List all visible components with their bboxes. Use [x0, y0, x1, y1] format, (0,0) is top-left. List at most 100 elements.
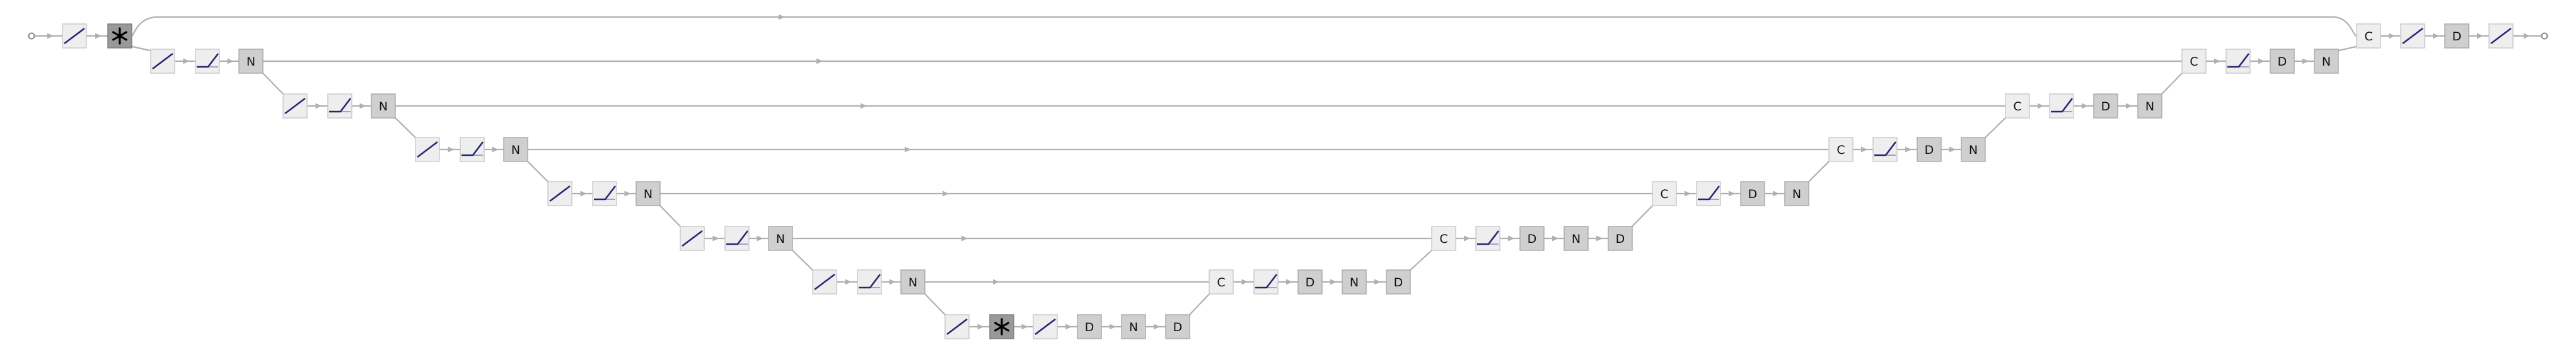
linear-act-node [680, 226, 705, 251]
conv-node [989, 314, 1014, 339]
connector-arrow [1110, 324, 1116, 330]
connector-arrow [2214, 58, 2220, 64]
concat-node: C [1652, 181, 1677, 206]
conv-node [107, 23, 132, 49]
concat-node-box [2005, 93, 2030, 119]
relu-activation-icon [594, 185, 617, 201]
connector-arrow [47, 33, 54, 39]
linear-curve [64, 27, 85, 45]
relu-act-node [1696, 181, 1721, 206]
connector-arrow [624, 190, 631, 197]
connector-arrow [977, 324, 984, 330]
connector-arrow [183, 58, 190, 64]
connector-arrow [1949, 146, 1956, 153]
n-node-label: N [2145, 100, 2154, 114]
n-node: N [1121, 314, 1146, 339]
relu-curve [329, 98, 352, 113]
d-node-box [1077, 314, 1102, 339]
linear-curve [549, 185, 571, 202]
input-terminal [28, 32, 35, 40]
d-node: D [1077, 314, 1102, 339]
d-node-box [1608, 226, 1633, 251]
connector-arrow [95, 33, 102, 39]
d-node-label: D [2278, 55, 2287, 69]
upsample-connector [1806, 159, 1831, 184]
relu-activation-icon [1874, 141, 1897, 156]
n-node: N [371, 93, 396, 119]
connector-arrow [227, 58, 234, 64]
relu-act-node-box [1872, 137, 1898, 162]
linear-curve [417, 141, 438, 158]
relu-act-node-box [327, 93, 352, 119]
n-node-box [768, 226, 793, 251]
concat-node: C [2356, 23, 2381, 49]
concat-node-box [1209, 269, 1234, 295]
concat-node: C [1431, 226, 1456, 251]
relu-act-node [1475, 226, 1500, 251]
upsample-connector [1983, 115, 2008, 140]
d-node: D [1165, 314, 1190, 339]
d-node-label: D [1616, 232, 1625, 246]
relu-activation-icon [1255, 274, 1278, 289]
skip-arrow [961, 235, 968, 242]
d-node: D [1297, 269, 1323, 295]
asterisk-stroke [112, 31, 127, 41]
relu-activation-icon [2227, 53, 2250, 68]
d-node: D [1608, 226, 1633, 251]
relu-act-node-box [2049, 93, 2074, 119]
d-node-label: D [2452, 30, 2462, 44]
linear-activation-icon [2490, 27, 2512, 45]
relu-curve [461, 141, 484, 156]
linear-act-node [812, 269, 837, 295]
connector-arrow [1729, 190, 1735, 197]
relu-curve [1698, 185, 1720, 201]
d-node-label: D [1173, 320, 1183, 334]
connector-arrow [2126, 103, 2132, 109]
d-node: D [1917, 137, 1942, 162]
n-node-box [1961, 137, 1986, 162]
relu-act-node-box [1696, 181, 1721, 206]
relu-curve [1477, 230, 1500, 245]
n-node-box [238, 49, 264, 74]
skip-arrow [993, 279, 999, 285]
linear-curve [1035, 318, 1056, 336]
connector-arrow [1154, 324, 1160, 330]
concat-node-label: C [1660, 187, 1668, 201]
connector-arrow [889, 279, 896, 285]
asterisk-stroke [994, 322, 1009, 332]
n-node: N [1784, 181, 1809, 206]
concat-node: C [2005, 93, 2030, 119]
connector-arrow [1464, 235, 1470, 242]
linear-activation-icon [814, 273, 835, 291]
output-terminal [2541, 32, 2548, 40]
n-node-box [1784, 181, 1809, 206]
n-node: N [2137, 93, 2162, 119]
relu-act-node [2049, 93, 2074, 119]
concat-node-label: C [2364, 30, 2372, 44]
linear-curve [284, 97, 306, 115]
relu-act-node [1253, 269, 1279, 295]
d-node-box [1386, 269, 1411, 295]
connector-arrow [1286, 279, 1292, 285]
downsample-connector [525, 159, 550, 184]
connector-arrow [1241, 279, 1248, 285]
n-node: N [1961, 137, 1986, 162]
n-node: N [1564, 226, 1589, 251]
downsample-connector [922, 291, 948, 317]
linear-activation-icon [682, 230, 703, 247]
downsample-connector [658, 203, 683, 229]
d-node-label: D [2101, 100, 2111, 114]
n-node-label: N [1969, 143, 1978, 157]
concat-node-label: C [2190, 55, 2198, 69]
concat-node-box [2356, 23, 2381, 49]
linear-act-node [944, 314, 970, 339]
relu-act-node-box [592, 181, 617, 206]
linear-act-node [62, 23, 87, 49]
n-node-box [900, 269, 925, 295]
d-node: D [2270, 49, 2295, 74]
d-node-box [1740, 181, 1765, 206]
n-node: N [2314, 49, 2339, 74]
connector-arrow [1021, 324, 1028, 330]
connector-arrow [2302, 58, 2309, 64]
d-node-box [1165, 314, 1190, 339]
